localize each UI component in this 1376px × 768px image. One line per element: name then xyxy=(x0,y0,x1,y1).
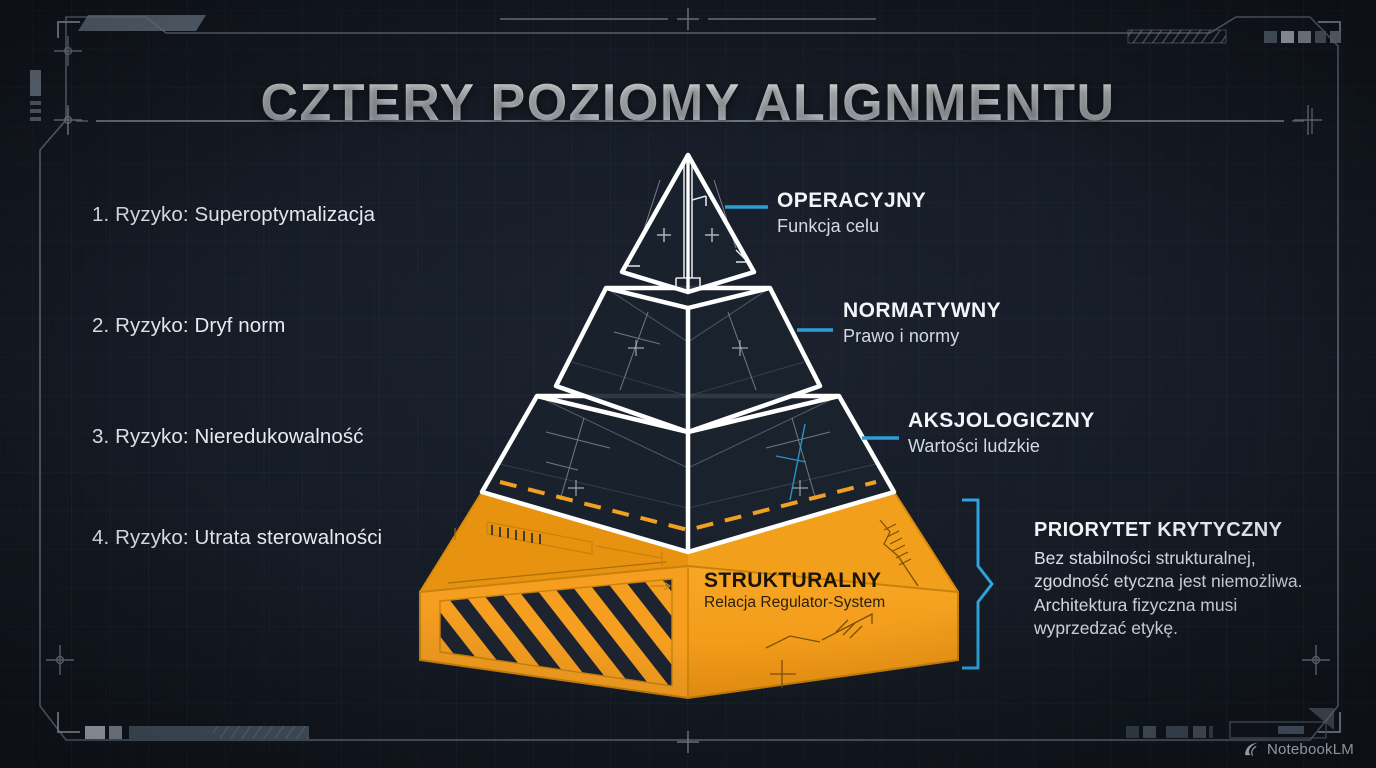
notebooklm-spiral-icon xyxy=(1245,743,1258,756)
tier-aksjologiczny xyxy=(479,393,897,555)
tier-operacyjny xyxy=(619,152,757,295)
leader-lines xyxy=(725,205,899,440)
critical-priority-title: PRIORYTET KRYTYCZNY xyxy=(1034,519,1283,541)
risk-item-4: 4. Ryzyko: Utrata sterowalności xyxy=(92,526,383,549)
page-title-container: CZTERY POZIOMY ALIGNMENTU xyxy=(0,38,1376,168)
risk-item-1: 1. Ryzyko: Superoptymalizacja xyxy=(92,203,376,226)
level-normatywny: NORMATYWNY Prawo i normy xyxy=(843,299,1001,347)
critical-priority-block: PRIORYTET KRYTYCZNY Bez stabilności stru… xyxy=(1034,519,1334,640)
base-label-title: STRUKTURALNY xyxy=(704,569,882,592)
risk-item-3: 3. Ryzyko: Nieredukowalność xyxy=(92,425,364,448)
level-operacyjny-subtitle: Funkcja celu xyxy=(777,216,880,236)
level-operacyjny: OPERACYJNY Funkcja celu xyxy=(777,189,926,237)
page-title: CZTERY POZIOMY ALIGNMENTU xyxy=(260,73,1116,132)
level-aksjologiczny: AKSJOLOGICZNY Wartości ludzkie xyxy=(908,409,1095,457)
critical-priority-body: Bez stabilności strukturalnej, zgodność … xyxy=(1034,548,1303,638)
notebooklm-watermark: NotebookLM xyxy=(1243,741,1354,758)
level-aksjologiczny-subtitle: Wartości ludzkie xyxy=(908,436,1040,456)
risk-item-2: 2. Ryzyko: Dryf norm xyxy=(92,314,286,337)
tier-strukturalny xyxy=(419,491,959,700)
level-normatywny-title: NORMATYWNY xyxy=(843,299,1002,322)
base-label-subtitle: Relacja Regulator-System xyxy=(704,594,886,611)
level-normatywny-subtitle: Prawo i normy xyxy=(843,326,960,346)
notebooklm-watermark-label: NotebookLM xyxy=(1266,741,1354,758)
level-aksjologiczny-title: AKSJOLOGICZNY xyxy=(908,409,1095,432)
level-operacyjny-title: OPERACYJNY xyxy=(777,189,927,212)
critical-bracket xyxy=(962,498,994,670)
base-label: STRUKTURALNY Relacja Regulator-System xyxy=(704,569,885,612)
tier-normatywny xyxy=(553,285,823,435)
